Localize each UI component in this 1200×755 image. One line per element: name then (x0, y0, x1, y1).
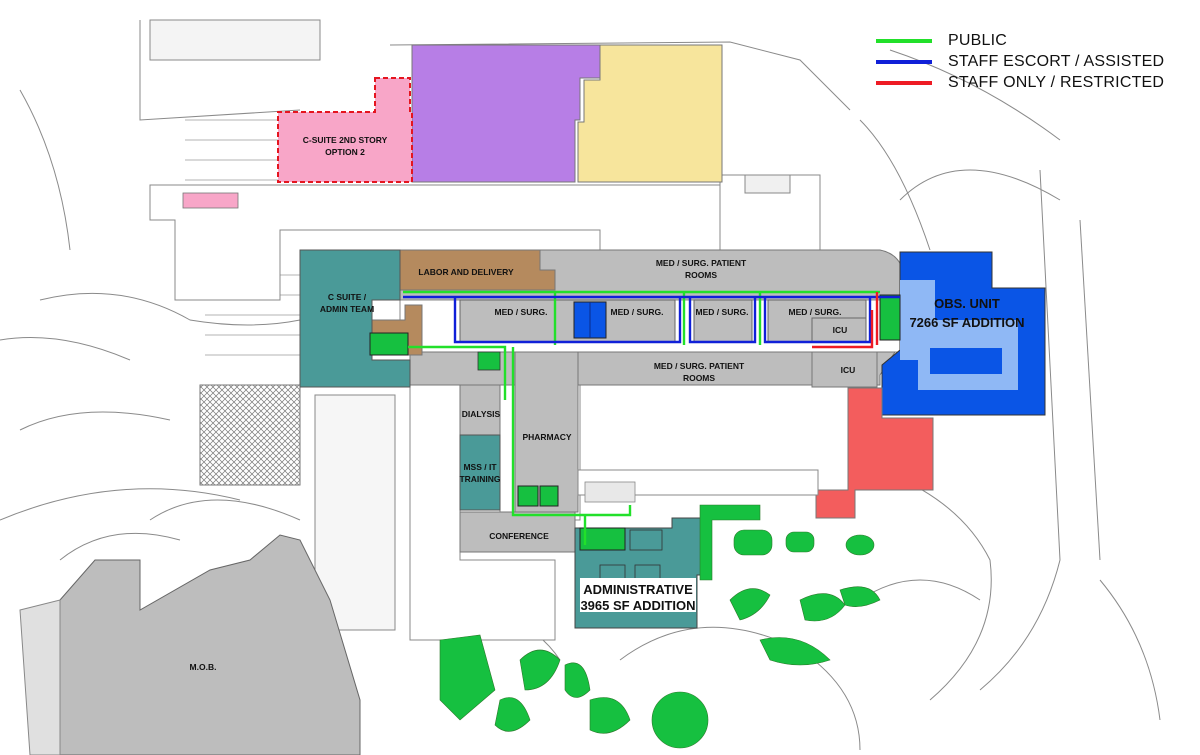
label-med-surg-1: MED / SURG. (495, 307, 548, 317)
legend-label-staff-only: STAFF ONLY / RESTRICTED (948, 73, 1165, 91)
label-icu-1: ICU (833, 325, 848, 335)
c-suite-admin-zone (299, 249, 411, 388)
legend-swatch-staff-escort (876, 59, 932, 64)
label-obs-unit-addition: 7266 SF ADDITION (909, 315, 1024, 330)
legend-item-staff-only: STAFF ONLY / RESTRICTED (876, 72, 1164, 93)
legend-swatch-staff-only (876, 80, 932, 85)
site-context-lines (0, 19, 1161, 751)
corridor-rooms (459, 299, 867, 343)
admin-addition-label-bg (580, 578, 696, 612)
legend-label-staff-escort: STAFF ESCORT / ASSISTED (948, 52, 1165, 70)
mss-it-zone (459, 434, 501, 511)
label-c-suite-2nd: C-SUITE 2ND STORY (303, 135, 388, 145)
label-med-surg-2: MED / SURG. (611, 307, 664, 317)
dialysis-zone (459, 384, 501, 436)
public-path (403, 290, 880, 545)
staff-escort-path (403, 295, 900, 344)
label-mob: M.O.B. (190, 662, 217, 672)
c-suite-2nd-story-zone (277, 77, 413, 183)
label-labor-delivery: LABOR AND DELIVERY (418, 267, 514, 277)
label-icu-2: ICU (841, 365, 856, 375)
yellow-building (577, 44, 723, 183)
label-med-surg-bottom-2: ROOMS (683, 373, 715, 383)
legend-item-staff-escort: STAFF ESCORT / ASSISTED (876, 51, 1164, 72)
legend-label-public: PUBLIC (948, 31, 1007, 49)
label-med-surg-top-2: ROOMS (685, 270, 717, 280)
hatched-area (199, 384, 301, 486)
label-dialysis: DIALYSIS (462, 409, 501, 419)
label-administrative-addition: 3965 SF ADDITION (580, 598, 695, 613)
purple-building (411, 44, 601, 183)
pink-small-block (182, 192, 239, 209)
mob-building (59, 534, 361, 755)
legend: PUBLIC STAFF ESCORT / ASSISTED STAFF ONL… (876, 30, 1164, 93)
green-stair-boxes (369, 294, 901, 551)
label-admin-team: ADMIN TEAM (320, 304, 374, 314)
label-administrative: ADMINISTRATIVE (583, 582, 693, 597)
label-obs-unit: OBS. UNIT (934, 296, 1000, 311)
obs-unit-inner (930, 348, 1002, 374)
label-c-suite-2nd-option: OPTION 2 (325, 147, 365, 157)
conference-zone (459, 511, 576, 553)
label-med-surg-3: MED / SURG. (696, 307, 749, 317)
label-med-surg-top-1: MED / SURG. PATIENT (656, 258, 747, 268)
label-training: TRAINING (459, 474, 500, 484)
label-med-surg-4: MED / SURG. (789, 307, 842, 317)
legend-item-public: PUBLIC (876, 30, 1164, 51)
label-pharmacy: PHARMACY (522, 432, 571, 442)
label-med-surg-bottom-1: MED / SURG. PATIENT (654, 361, 745, 371)
pharmacy-zone (514, 351, 579, 513)
red-zone (815, 387, 934, 519)
label-conference: CONFERENCE (489, 531, 549, 541)
green-small-zone (477, 351, 501, 371)
landscape-green (439, 504, 881, 749)
legend-swatch-public (876, 38, 932, 43)
label-mss-it: MSS / IT (463, 462, 497, 472)
label-c-suite: C SUITE / (328, 292, 367, 302)
staff-only-path (812, 292, 879, 349)
icu-lower-zone (811, 351, 878, 388)
